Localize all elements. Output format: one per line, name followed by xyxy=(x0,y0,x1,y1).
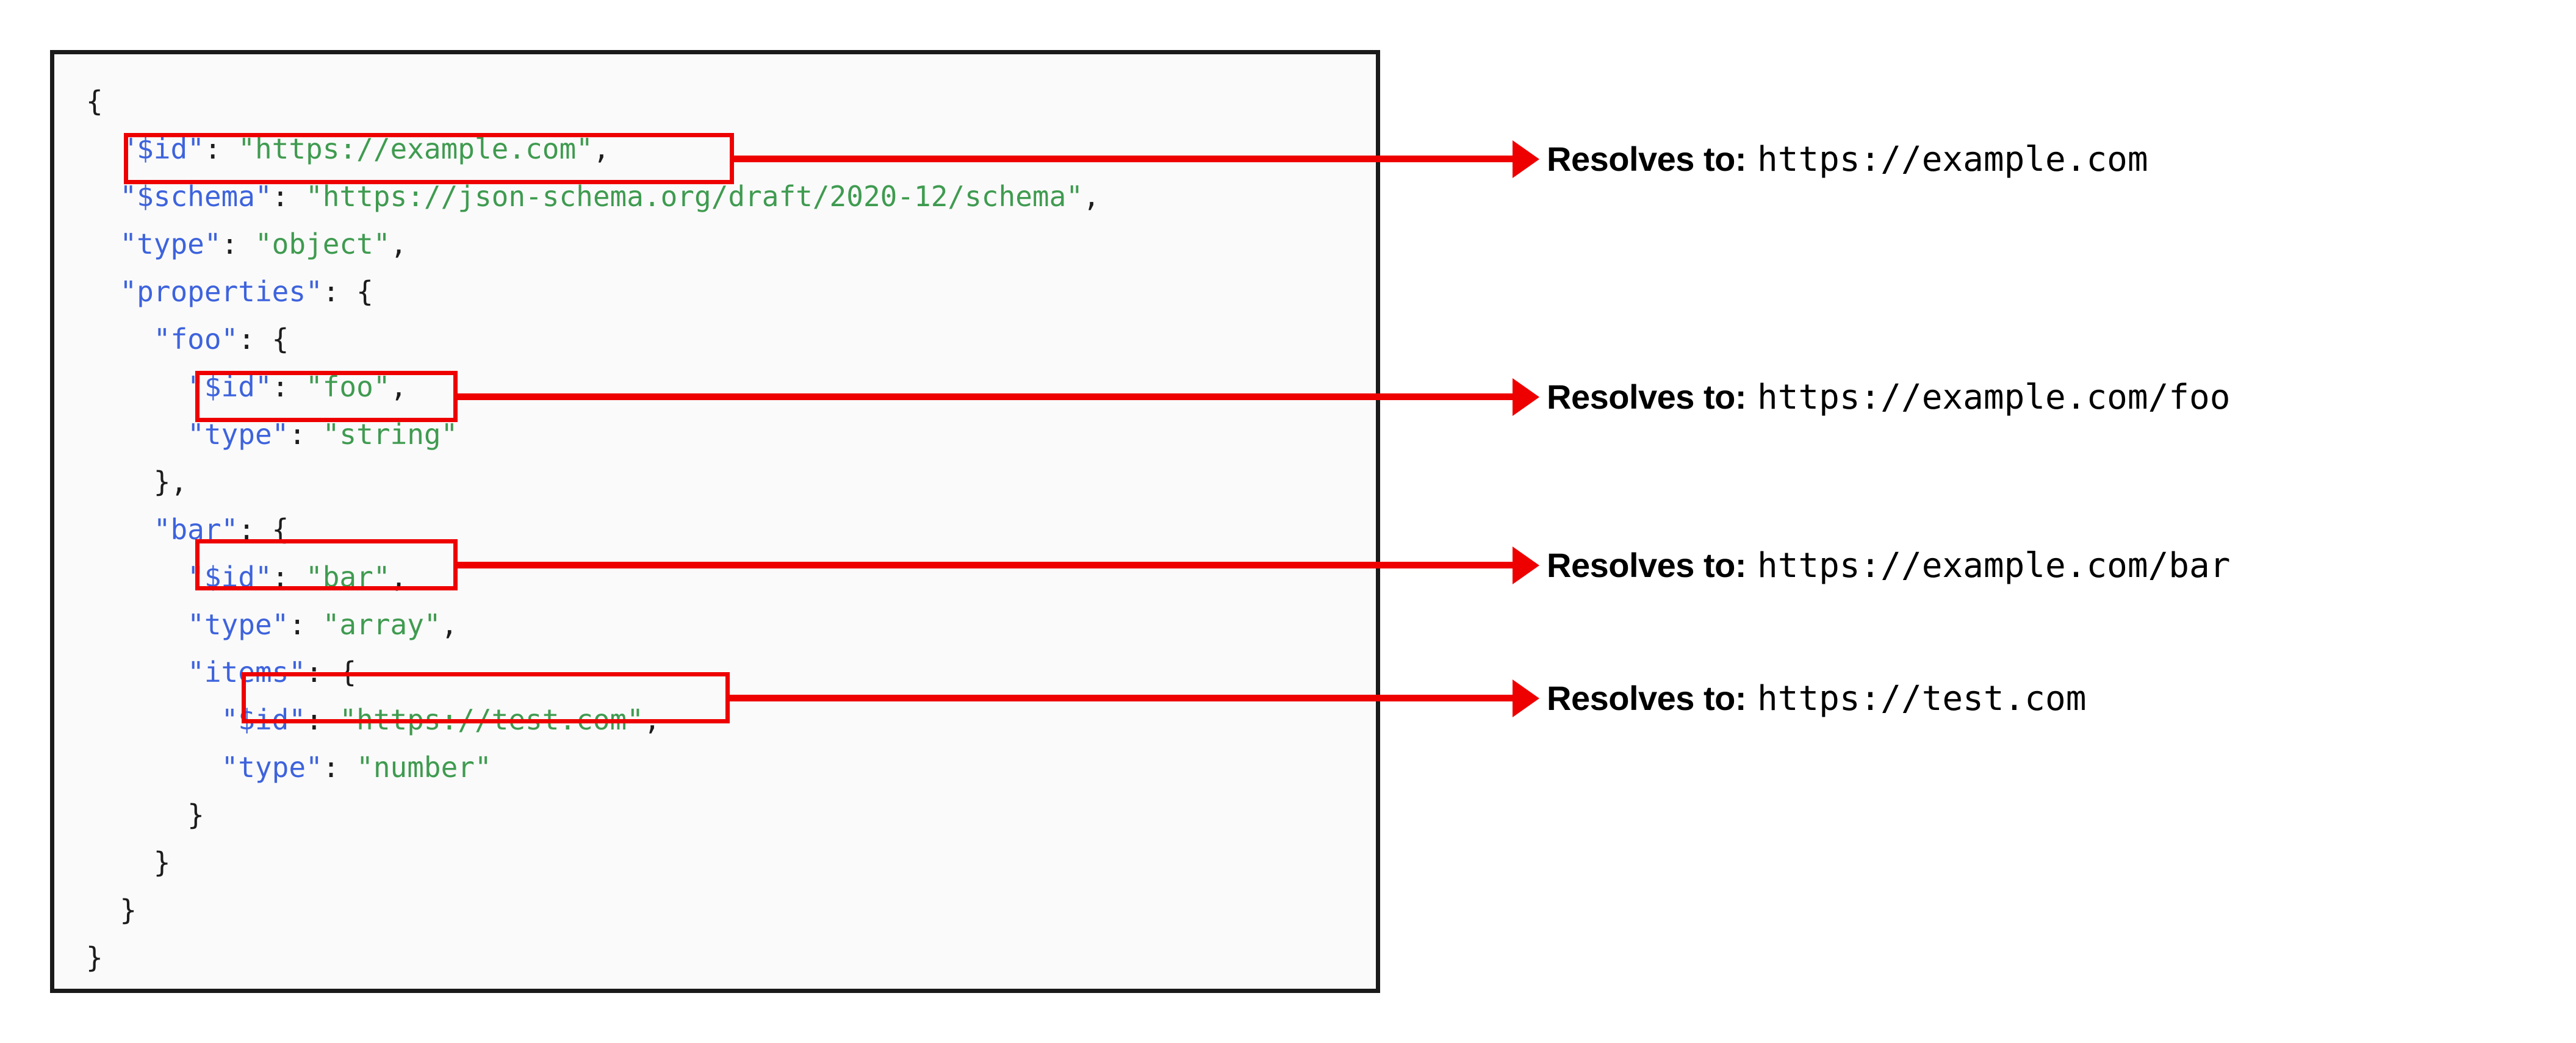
resolved-url: https://example.com xyxy=(1757,140,2148,179)
arrow-foo xyxy=(458,393,1515,400)
arrow-bar xyxy=(458,562,1515,568)
json-code-panel: { "$id": "https://example.com", "$schema… xyxy=(50,50,1380,993)
resolved-url: https://example.com/foo xyxy=(1757,378,2231,417)
json-code-block: { "$id": "https://example.com", "$schema… xyxy=(86,85,1100,974)
resolves-to-label: Resolves to: xyxy=(1547,546,1747,584)
resolution-items: Resolves to: https://test.com xyxy=(1547,678,2086,719)
arrow-root xyxy=(734,156,1515,162)
resolution-bar: Resolves to: https://example.com/bar xyxy=(1547,545,2230,586)
resolution-foo: Resolves to: https://example.com/foo xyxy=(1547,377,2230,417)
arrow-items xyxy=(730,695,1515,701)
resolution-root: Resolves to: https://example.com xyxy=(1547,139,2148,179)
resolves-to-label: Resolves to: xyxy=(1547,140,1747,178)
resolved-url: https://test.com xyxy=(1757,679,2087,719)
resolves-to-label: Resolves to: xyxy=(1547,378,1747,416)
resolves-to-label: Resolves to: xyxy=(1547,679,1747,717)
resolved-url: https://example.com/bar xyxy=(1757,546,2231,586)
